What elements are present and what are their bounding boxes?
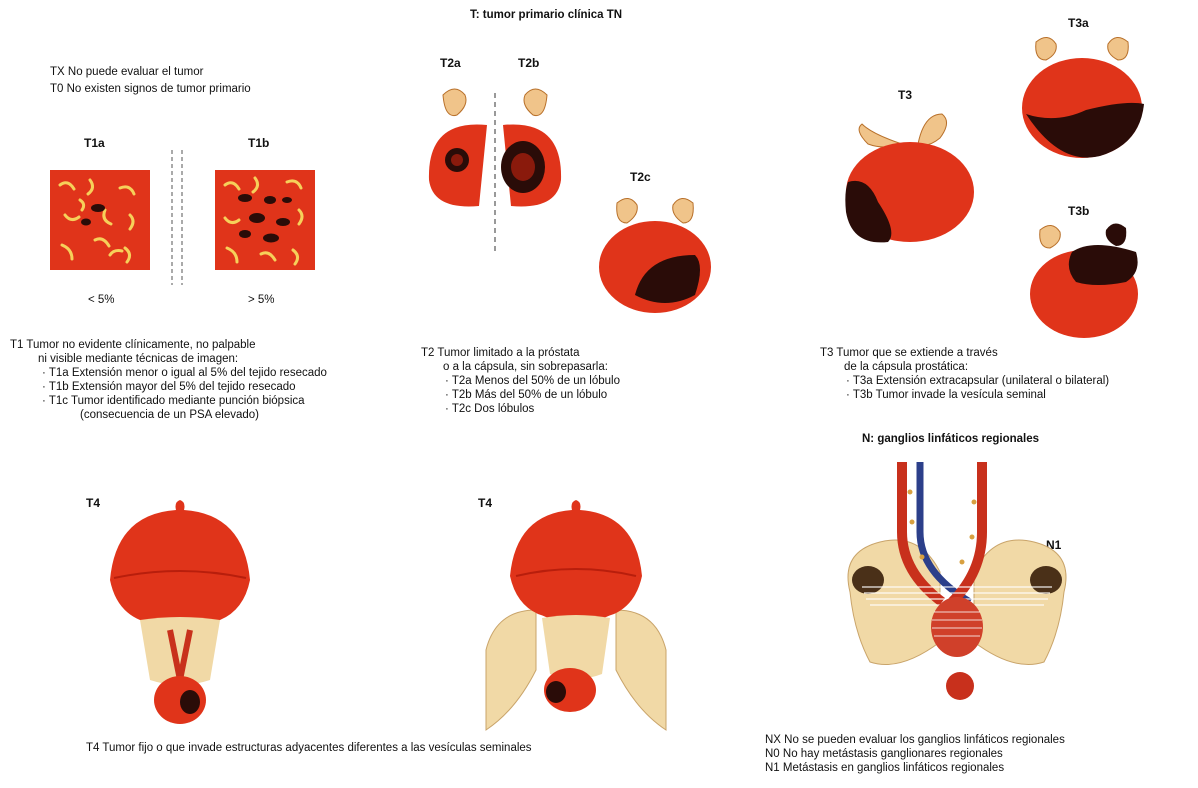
t2-desc-line: o a la cápsula, sin sobrepasarla: [421, 360, 620, 374]
t3-desc-line: · T3b Tumor invade la vesícula seminal [820, 388, 1109, 402]
t2b-label: T2b [518, 56, 539, 70]
t2-desc-line: · T2c Dos lóbulos [421, 402, 620, 416]
t3-desc-line: · T3a Extensión extracapsular (unilatera… [820, 374, 1109, 388]
t2c-prostate-illustration [595, 195, 715, 315]
t3a-prostate-illustration [1018, 34, 1148, 164]
page-title: T: tumor primario clínica TN [470, 8, 622, 22]
t1-desc-line: ni visible mediante técnicas de imagen: [10, 352, 327, 366]
t2-desc-line: · T2b Más del 50% de un lóbulo [421, 388, 620, 402]
t4-description: T4 Tumor fijo o que invade estructuras a… [86, 741, 532, 755]
t3-description: T3 Tumor que se extiende a través de la … [820, 346, 1109, 402]
t1b-tissue-illustration [215, 170, 315, 270]
t0-text: T0 No existen signos de tumor primario [50, 82, 251, 96]
t1a-percentage: < 5% [88, 293, 115, 307]
t3-desc-line: T3 Tumor que se extiende a través [820, 346, 1109, 360]
n-desc-line: NX No se pueden evaluar los ganglios lin… [765, 733, 1065, 747]
t4-left-label: T4 [86, 496, 100, 510]
t2-desc-line: · T2a Menos del 50% de un lóbulo [421, 374, 620, 388]
t1-desc-line: T1 Tumor no evidente clínicamente, no pa… [10, 338, 327, 352]
t1-desc-line: (consecuencia de un PSA elevado) [10, 408, 327, 422]
t3-label: T3 [898, 88, 912, 102]
t1-desc-line: · T1c Tumor identificado mediante punció… [10, 394, 327, 408]
t4-left-illustration [100, 500, 260, 730]
t1-description: T1 Tumor no evidente clínicamente, no pa… [10, 338, 327, 422]
t1b-percentage: > 5% [248, 293, 275, 307]
t2-desc-line: T2 Tumor limitado a la próstata [421, 346, 620, 360]
n-title: N: ganglios linfáticos regionales [862, 432, 1039, 446]
t1a-label: T1a [84, 136, 105, 150]
t2a-label: T2a [440, 56, 461, 70]
t4-right-illustration [486, 500, 666, 735]
t3b-prostate-illustration [1026, 222, 1146, 342]
t3b-label: T3b [1068, 204, 1089, 218]
t2c-label: T2c [630, 170, 651, 184]
t3-desc-line: de la cápsula prostática: [820, 360, 1109, 374]
t2ab-prostate-illustration [425, 85, 565, 255]
t1-separator-lines [168, 150, 188, 290]
n-desc-line: N1 Metástasis en ganglios linfáticos reg… [765, 761, 1065, 775]
t3-prostate-illustration [838, 110, 978, 245]
n-desc-line: N0 No hay metástasis ganglionares region… [765, 747, 1065, 761]
tx-text: TX No puede evaluar el tumor [50, 65, 203, 79]
t1b-label: T1b [248, 136, 269, 150]
t2-description: T2 Tumor limitado a la próstata o a la c… [421, 346, 620, 416]
pelvis-lymph-node-illustration [842, 462, 1072, 712]
t1-desc-line: · T1a Extensión menor o igual al 5% del … [10, 366, 327, 380]
n-description: NX No se pueden evaluar los ganglios lin… [765, 733, 1065, 775]
t1-desc-line: · T1b Extensión mayor del 5% del tejido … [10, 380, 327, 394]
t1a-tissue-illustration [50, 170, 150, 270]
t3a-label: T3a [1068, 16, 1089, 30]
